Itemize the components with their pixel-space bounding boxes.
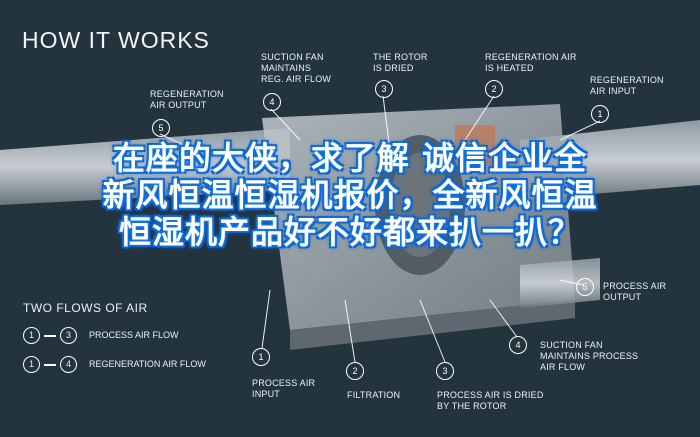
callout-number: 1 (591, 105, 609, 123)
flow-label: PROCESS AIR FLOW (89, 330, 179, 340)
flow-dash (44, 364, 56, 366)
page-title: HOW IT WORKS (22, 27, 210, 53)
callout-label: SUCTION FAN MAINTAINS PROCESS AIR FLOW (540, 340, 639, 372)
callout-number: 2 (485, 80, 503, 98)
callout-label: FILTRATION (347, 390, 401, 400)
callout-number: 3 (375, 80, 393, 98)
flow-to-number: 3 (60, 327, 77, 344)
overlay-headline: 在座的大侠，求了解 诚信企业全新风恒温恒湿机报价，全新风恒温恒湿机产品好不好都来… (102, 139, 598, 251)
flow-from-number: 1 (23, 327, 40, 344)
callout-number: 2 (346, 362, 364, 380)
callout-number: 4 (509, 336, 527, 354)
flow-to-number: 4 (60, 356, 77, 373)
flow-from-number: 1 (23, 356, 40, 373)
callout-number: 5 (576, 278, 594, 296)
flow-label: REGENERATION AIR FLOW (89, 359, 206, 369)
callout-label: REGENERATION AIR IS HEATED (485, 52, 577, 73)
callout-label: PROCESS AIR OUTPUT (603, 281, 667, 302)
callout-label: REGENERATION AIR OUTPUT (150, 89, 224, 110)
callout-number: 4 (263, 93, 281, 111)
callout-label: THE ROTOR IS DRIED (373, 52, 428, 73)
callout-label: PROCESS AIR IS DRIED BY THE ROTOR (437, 390, 544, 411)
flow-dash (44, 335, 56, 337)
callout-number: 3 (436, 362, 454, 380)
callout-label: REGENERATION AIR INPUT (590, 75, 664, 96)
callout-label: PROCESS AIR INPUT (252, 378, 316, 399)
flows-legend-title: TWO FLOWS OF AIR (23, 301, 148, 315)
left-duct (0, 128, 290, 205)
callout-number: 5 (152, 119, 170, 137)
callout-label: SUCTION FAN MAINTAINS REG. AIR FLOW (261, 52, 332, 84)
callout-number: 1 (252, 348, 270, 366)
